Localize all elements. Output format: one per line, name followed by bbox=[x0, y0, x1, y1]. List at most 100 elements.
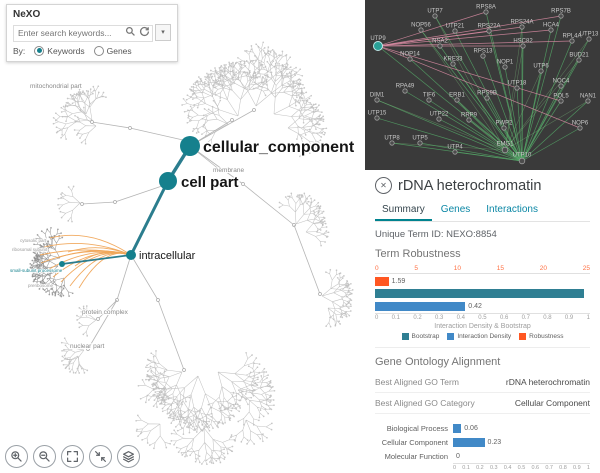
gene-node-KRE33[interactable] bbox=[450, 61, 456, 67]
fullscreen-button[interactable] bbox=[61, 445, 84, 468]
go-term-label: Best Aligned GO Term bbox=[375, 377, 459, 388]
gene-node-DIM1[interactable] bbox=[374, 97, 380, 103]
search-input[interactable] bbox=[13, 24, 153, 42]
fit-to-screen-button[interactable] bbox=[89, 445, 112, 468]
tree-node-cell_part[interactable] bbox=[159, 172, 177, 190]
gene-label-RPL4A: RPL4A bbox=[562, 33, 581, 39]
gene-label-NOP14: NOP14 bbox=[400, 51, 420, 57]
gene-label-UTP21: UTP21 bbox=[446, 23, 465, 29]
gene-label-PWP2: PWP2 bbox=[495, 120, 513, 126]
gene-node-NOP1[interactable] bbox=[502, 64, 508, 70]
tree-minor-label-1: membrane bbox=[213, 167, 244, 174]
gene-node-RPS9B[interactable] bbox=[484, 95, 490, 101]
tab-summary[interactable]: Summary bbox=[375, 201, 432, 221]
gene-node-UTP8[interactable] bbox=[389, 140, 395, 146]
robustness-axis-caption: Interaction Density & Bootstrap bbox=[434, 323, 531, 331]
layers-button[interactable] bbox=[117, 445, 140, 468]
tab-genes[interactable]: Genes bbox=[440, 204, 471, 215]
tree-node-cellular_component[interactable] bbox=[180, 136, 200, 156]
term-title: rDNA heterochromatin bbox=[398, 177, 542, 194]
gene-node-UTP18[interactable] bbox=[514, 85, 520, 91]
search-options-button[interactable]: ▾ bbox=[155, 23, 171, 41]
unique-term-id-value: NEXO:8854 bbox=[446, 229, 497, 240]
gene-node-UTP15[interactable] bbox=[374, 115, 380, 121]
radio-keywords[interactable]: Keywords bbox=[34, 45, 85, 56]
robustness-bar-robustness: 1.59 bbox=[375, 276, 590, 287]
gene-label-UTP5: UTP5 bbox=[412, 135, 428, 141]
gene-node-UTP9[interactable] bbox=[373, 41, 383, 51]
tree-minor-label-3: nuclear part bbox=[70, 343, 105, 350]
section-term-robustness: Term Robustness bbox=[375, 248, 461, 260]
gene-node-RPS8A[interactable] bbox=[483, 9, 489, 15]
gene-node-PWP2[interactable] bbox=[501, 125, 507, 131]
gene-label-NOP1: NOP1 bbox=[497, 59, 514, 65]
gene-node-RPS13[interactable] bbox=[480, 53, 486, 59]
gene-node-RRP9[interactable] bbox=[466, 117, 472, 123]
gene-node-HSC82[interactable] bbox=[520, 43, 526, 49]
gene-node-NOP14[interactable] bbox=[407, 56, 413, 62]
gene-node-RPL4A[interactable] bbox=[569, 38, 575, 44]
go-term-value: rDNA heterochromatin bbox=[505, 377, 590, 388]
gene-label-UTP6: UTP6 bbox=[533, 63, 549, 69]
gene-label-UTP7: UTP7 bbox=[427, 8, 443, 14]
gene-label-BUD21: BUD21 bbox=[569, 52, 589, 58]
radio-keywords-circle bbox=[34, 45, 45, 56]
go-category-row: Best Aligned GO Category Cellular Compon… bbox=[375, 393, 590, 415]
close-icon[interactable]: ✕ bbox=[375, 177, 392, 194]
gene-node-RPS24A[interactable] bbox=[519, 24, 525, 30]
zoom-in-button[interactable] bbox=[5, 445, 28, 468]
gene-node-UTP7[interactable] bbox=[432, 13, 438, 19]
gene-node-NOP56[interactable] bbox=[418, 27, 424, 33]
gene-node-NAN1[interactable] bbox=[585, 98, 591, 104]
gene-label-UTP18: UTP18 bbox=[508, 80, 527, 86]
gene-node-TIF6[interactable] bbox=[426, 97, 432, 103]
gene-node-HCA4[interactable] bbox=[548, 27, 554, 33]
tree-node-intracellular[interactable] bbox=[126, 250, 136, 260]
gene-label-NOC4: NOC4 bbox=[553, 78, 570, 84]
gene-label-RPS24A: RPS24A bbox=[510, 19, 533, 25]
radio-genes[interactable]: Genes bbox=[93, 45, 132, 56]
zoom-out-button[interactable] bbox=[33, 445, 56, 468]
gene-label-UTP13: UTP13 bbox=[580, 31, 599, 37]
gene-node-POL5[interactable] bbox=[558, 98, 564, 104]
search-icon[interactable] bbox=[124, 25, 137, 38]
gene-node-NOC4[interactable] bbox=[558, 83, 564, 89]
gene-node-UTP4[interactable] bbox=[452, 149, 458, 155]
gene-node-UTP6[interactable] bbox=[538, 68, 544, 74]
tab-interactions[interactable]: Interactions bbox=[486, 204, 538, 215]
tree-node-selected-term[interactable] bbox=[59, 261, 65, 267]
gene-node-ERB1[interactable] bbox=[454, 97, 460, 103]
gene-node-UTP5[interactable] bbox=[417, 140, 423, 146]
gene-node-BUD21[interactable] bbox=[576, 57, 582, 63]
gene-node-RPA49[interactable] bbox=[402, 88, 408, 94]
gene-label-TIF6: TIF6 bbox=[423, 92, 436, 98]
tree-tiny-label-3: preribosome bbox=[28, 283, 54, 288]
gene-node-UTP10[interactable] bbox=[518, 157, 526, 165]
gene-node-EMG1[interactable] bbox=[501, 146, 509, 154]
search-mode-group: By: Keywords Genes bbox=[13, 45, 171, 56]
by-label: By: bbox=[13, 45, 26, 56]
gene-node-RPS22A[interactable] bbox=[486, 28, 492, 34]
gene-label-RRP9: RRP9 bbox=[461, 112, 478, 118]
go-category-value: Cellular Component bbox=[514, 398, 590, 409]
radio-genes-label: Genes bbox=[106, 45, 132, 56]
gene-node-NSA2[interactable] bbox=[437, 43, 443, 49]
gene-node-UTP22[interactable] bbox=[436, 116, 442, 122]
gene-label-POL5: POL5 bbox=[553, 93, 569, 99]
gene-node-UTP21[interactable] bbox=[452, 28, 458, 34]
gene-node-UTP13[interactable] bbox=[586, 36, 592, 42]
go-category-label: Best Aligned GO Category bbox=[375, 398, 475, 409]
tree-label-cell_part: cell part bbox=[181, 174, 239, 191]
tree-minor-label-2: protein complex bbox=[82, 309, 129, 316]
gene-node-NOP6[interactable] bbox=[577, 125, 583, 131]
gene-node-RPS7B[interactable] bbox=[558, 13, 564, 19]
gene-label-NSA2: NSA2 bbox=[432, 38, 448, 44]
reset-search-icon[interactable] bbox=[138, 25, 151, 38]
gene-label-UTP22: UTP22 bbox=[430, 111, 449, 117]
